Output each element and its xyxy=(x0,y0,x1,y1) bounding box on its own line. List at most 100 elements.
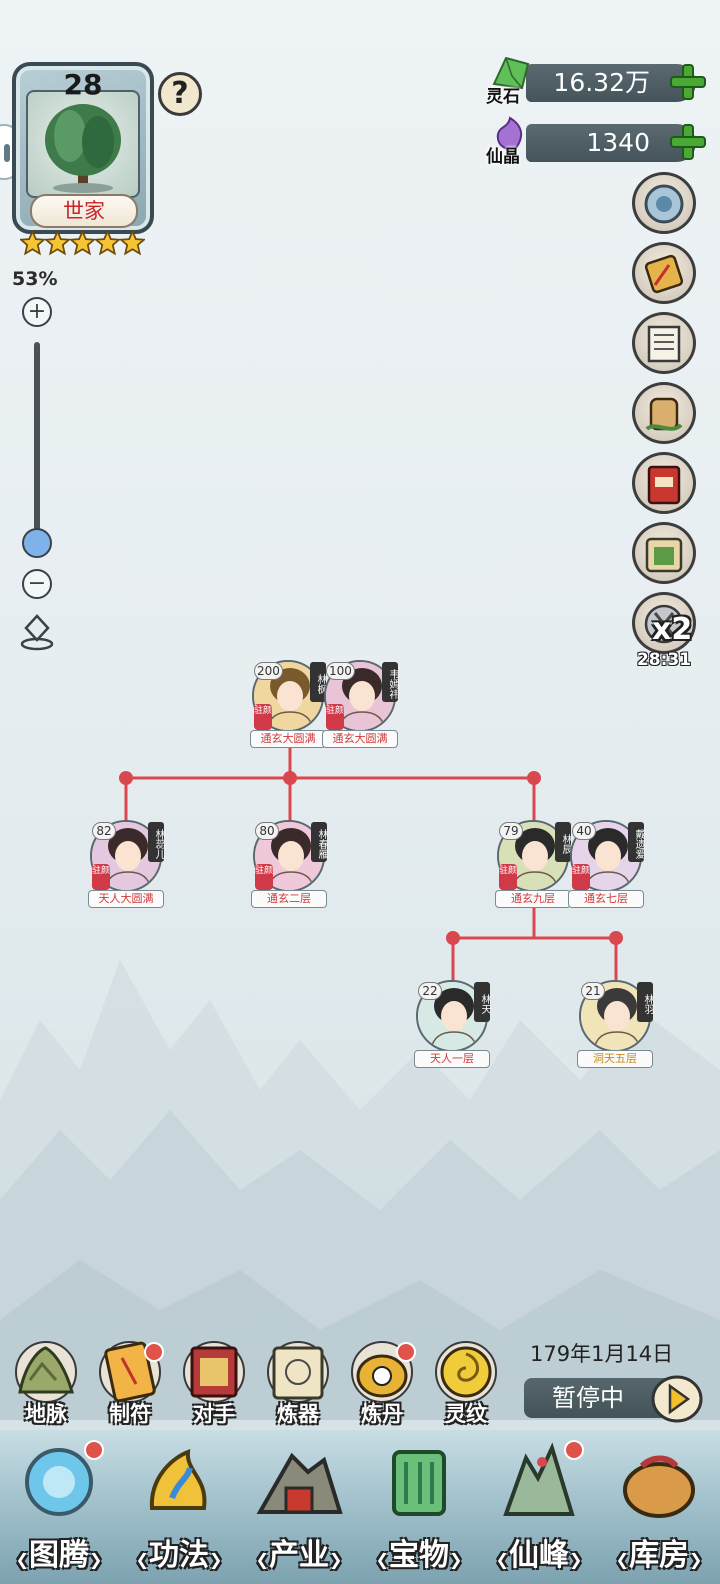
speed-timer: 28:31 xyxy=(636,650,692,670)
skill-button-0[interactable]: 地脉 xyxy=(8,1340,84,1432)
member-age: 22 xyxy=(418,982,442,1000)
member-name: 林春雁 xyxy=(311,822,327,862)
family-level: 28 xyxy=(63,68,103,101)
speed-up-button[interactable] xyxy=(632,592,696,654)
nav-label: 仙峰 xyxy=(480,1534,598,1578)
nav-item-3[interactable]: 宝物 xyxy=(360,1438,478,1584)
star-icon xyxy=(45,230,70,256)
pause-button[interactable]: 暂停中 xyxy=(524,1378,674,1418)
star-icon xyxy=(120,230,145,256)
notification-dot xyxy=(84,1440,104,1460)
member-card-wei[interactable]: 100 韦嫣祎驻颜通玄大圆满 xyxy=(322,660,398,750)
gear-icon xyxy=(644,184,684,224)
spirit-stone-value: 16.32万 xyxy=(526,64,696,102)
skill-label: 制符 xyxy=(109,1402,151,1426)
member-name: 林天 xyxy=(474,982,490,1022)
member-name: 韦嫣祎 xyxy=(382,662,398,702)
skill-icon xyxy=(15,1341,77,1403)
member-name: 林辰 xyxy=(555,822,571,862)
nav-item-4[interactable]: 仙峰 xyxy=(480,1438,598,1584)
letter-button[interactable] xyxy=(632,312,696,374)
quest-scroll-button[interactable] xyxy=(632,382,696,444)
add-immortal-crystal-button[interactable] xyxy=(668,122,708,162)
member-age: 200 xyxy=(254,662,283,680)
member-stamp: 驻颜 xyxy=(254,704,272,730)
zoom-out-button[interactable]: − xyxy=(22,569,52,599)
member-card-lin-feng[interactable]: 200 林枫驻颜通玄大圆满 xyxy=(250,660,326,750)
star-icon xyxy=(70,230,95,256)
member-age: 21 xyxy=(581,982,605,1000)
nav-label: 产业 xyxy=(240,1534,358,1578)
nav-icon xyxy=(25,1448,93,1516)
nav-item-1[interactable]: 功法 xyxy=(120,1438,238,1584)
speed-multiplier: x2 xyxy=(652,612,693,647)
member-realm: 天人一层 xyxy=(414,1050,490,1068)
member-age: 100 xyxy=(326,662,355,680)
book-button[interactable] xyxy=(632,452,696,514)
nav-label: 功法 xyxy=(120,1534,238,1578)
nav-label: 宝物 xyxy=(360,1534,478,1578)
nav-label: 库房 xyxy=(600,1534,718,1578)
family-stars xyxy=(20,230,148,258)
notification-dot xyxy=(564,1440,584,1460)
zoom-in-button[interactable]: + xyxy=(22,297,52,327)
nav-icon xyxy=(256,1452,343,1514)
member-card-lin-tian[interactable]: 22 林天天人一层 xyxy=(414,980,490,1070)
zoom-slider-track[interactable] xyxy=(34,342,40,542)
member-realm: 天人大圆满 xyxy=(88,890,164,908)
member-stamp: 驻颜 xyxy=(499,864,517,890)
gift-pack-button[interactable] xyxy=(632,522,696,584)
member-name: 林枫 xyxy=(310,662,326,702)
member-stamp: 驻颜 xyxy=(255,864,273,890)
star-icon xyxy=(95,230,120,256)
family-tree-emblem xyxy=(26,90,140,198)
nav-item-0[interactable]: 图腾 xyxy=(0,1438,118,1584)
gift-pack-icon xyxy=(645,537,683,573)
member-age: 40 xyxy=(572,822,596,840)
nav-item-2[interactable]: 产业 xyxy=(240,1438,358,1584)
settings-button[interactable] xyxy=(632,172,696,234)
member-stamp: 驻颜 xyxy=(92,864,110,890)
member-stamp: 驻颜 xyxy=(326,704,344,730)
nav-icon xyxy=(503,1442,575,1516)
skill-label: 对手 xyxy=(193,1402,235,1426)
rolled-scroll-icon xyxy=(645,397,683,431)
nav-icon xyxy=(623,1455,695,1518)
letter-icon xyxy=(647,325,681,363)
member-stamp: 驻颜 xyxy=(572,864,590,890)
skill-button-2[interactable]: 对手 xyxy=(176,1340,252,1432)
immortal-crystal-icon xyxy=(496,116,523,151)
nav-item-5[interactable]: 库房 xyxy=(600,1438,718,1584)
member-realm: 通玄大圆满 xyxy=(250,730,326,748)
member-age: 82 xyxy=(92,822,116,840)
locate-icon[interactable] xyxy=(18,612,56,652)
currency-spirit-stone: 16.32万 灵石 xyxy=(486,56,708,107)
member-realm: 通玄九层 xyxy=(495,890,571,908)
star-icon xyxy=(20,230,45,256)
pause-label: 暂停中 xyxy=(552,1384,624,1412)
skill-button-4[interactable]: 炼丹 xyxy=(344,1340,420,1432)
willow-tree-icon xyxy=(45,104,121,193)
add-spirit-stone-button[interactable] xyxy=(668,62,708,102)
spirit-stone-icon xyxy=(492,56,530,90)
member-realm: 通玄大圆满 xyxy=(322,730,398,748)
skill-button-1[interactable]: 制符 xyxy=(92,1340,168,1432)
skill-icon xyxy=(435,1341,497,1403)
skill-button-5[interactable]: 灵纹 xyxy=(428,1340,504,1432)
currency-immortal-crystal: 1340 仙晶 xyxy=(486,116,708,167)
member-realm: 洞天五层 xyxy=(577,1050,653,1068)
member-name: 戴遗爱 xyxy=(628,822,644,862)
skill-button-3[interactable]: 炼器 xyxy=(260,1340,336,1432)
play-icon[interactable] xyxy=(650,1374,704,1424)
event-scroll-button[interactable] xyxy=(632,242,696,304)
book-icon xyxy=(647,465,681,505)
help-button[interactable]: ? xyxy=(158,72,202,116)
zoom-slider-knob[interactable] xyxy=(22,528,52,558)
notification-dot xyxy=(144,1342,164,1362)
zoom-percent: 53% xyxy=(12,268,58,290)
